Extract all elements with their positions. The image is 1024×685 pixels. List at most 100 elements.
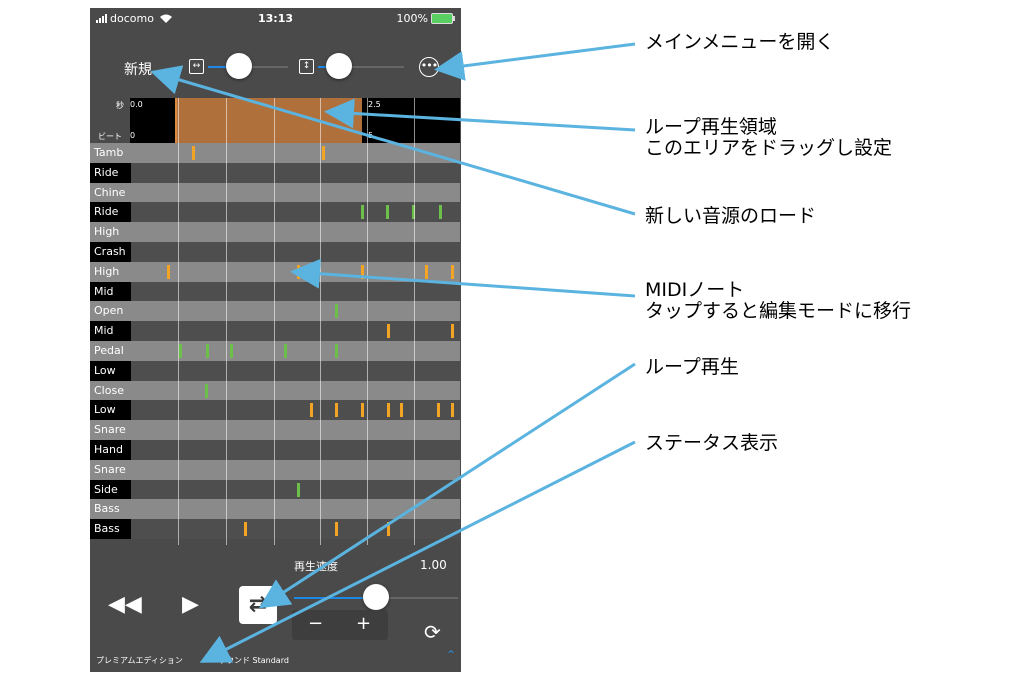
track-lane[interactable] — [131, 420, 460, 440]
speed-plus-button[interactable]: + — [356, 613, 372, 634]
track-lane[interactable] — [131, 281, 460, 302]
signal-icon — [96, 14, 107, 23]
midi-note[interactable] — [335, 522, 338, 537]
app-screen: docomo 13:13 100% 新規 ↔ ↕ ••• 秒 0.0 2.5 ビ… — [90, 8, 461, 672]
midi-note[interactable] — [361, 403, 364, 418]
midi-note[interactable] — [387, 403, 390, 418]
arrow-menu — [434, 42, 636, 81]
track-row[interactable]: Bass — [90, 519, 461, 539]
track-lane[interactable] — [131, 459, 460, 480]
track-name: Close — [90, 380, 131, 401]
track-lane[interactable] — [131, 182, 460, 203]
midi-note[interactable] — [179, 343, 182, 358]
midi-note[interactable] — [387, 324, 390, 339]
midi-note[interactable] — [335, 403, 338, 418]
edition-status: プレミアムエディション — [96, 656, 183, 665]
midi-note[interactable] — [206, 343, 209, 358]
midi-note[interactable] — [400, 403, 403, 418]
track-row[interactable]: High — [90, 222, 461, 242]
midi-note[interactable] — [451, 264, 454, 279]
toolbar: 新規 ↔ ↕ ••• — [90, 48, 461, 84]
track-row[interactable]: Low — [90, 400, 461, 421]
midi-note[interactable] — [387, 522, 390, 537]
track-row[interactable]: Pedal — [90, 340, 461, 361]
midi-note[interactable] — [412, 205, 415, 220]
speed-minus-button[interactable]: − — [308, 613, 324, 634]
track-lane[interactable] — [131, 380, 460, 401]
new-button[interactable]: 新規 — [124, 62, 152, 78]
track-row[interactable]: Ride — [90, 162, 461, 183]
track-lane[interactable] — [131, 400, 460, 421]
track-row[interactable]: Snare — [90, 459, 461, 480]
h-zoom-slider[interactable] — [226, 53, 252, 79]
midi-note[interactable] — [230, 343, 233, 358]
midi-note[interactable] — [335, 304, 338, 319]
track-lane[interactable] — [131, 202, 460, 223]
midi-note[interactable] — [244, 522, 247, 537]
track-lane[interactable] — [131, 301, 460, 322]
track-lane[interactable] — [131, 340, 460, 361]
seconds-start: 0.0 — [130, 100, 143, 109]
midi-note[interactable] — [361, 205, 364, 220]
grid-line — [274, 98, 275, 545]
rewind-icon[interactable]: ◀◀ — [108, 592, 142, 617]
midi-note[interactable] — [386, 205, 389, 220]
midi-note[interactable] — [310, 403, 313, 418]
track-row[interactable]: Snare — [90, 420, 461, 440]
midi-note[interactable] — [451, 403, 454, 418]
midi-note[interactable] — [335, 343, 338, 358]
midi-note[interactable] — [167, 264, 170, 279]
annotation-loop-play: ループ再生 — [645, 356, 739, 378]
midi-note[interactable] — [437, 403, 440, 418]
track-row[interactable]: Open — [90, 301, 461, 322]
midi-note[interactable] — [425, 264, 428, 279]
play-icon[interactable]: ▶ — [182, 592, 199, 617]
beat-label: ビート — [98, 132, 122, 141]
track-lane[interactable] — [131, 519, 460, 539]
track-lane[interactable] — [131, 360, 460, 381]
track-lane[interactable] — [131, 321, 460, 341]
midi-note[interactable] — [297, 482, 300, 497]
midi-note[interactable] — [205, 383, 208, 398]
track-name: Mid — [90, 281, 131, 302]
track-lane[interactable] — [131, 241, 460, 262]
track-name: Low — [90, 400, 131, 421]
track-row[interactable]: Chine — [90, 182, 461, 203]
track-row[interactable]: Mid — [90, 281, 461, 302]
track-name: Ride — [90, 202, 131, 223]
track-row[interactable]: Mid — [90, 321, 461, 341]
loop-timeline[interactable]: 秒 0.0 2.5 ビート 0 5 — [98, 98, 460, 143]
arrow-load — [150, 65, 636, 216]
track-lane[interactable] — [131, 162, 460, 183]
annotation-midi-1: MIDIノート — [645, 279, 745, 301]
midi-note[interactable] — [439, 205, 442, 220]
carrier-name: docomo — [110, 12, 154, 25]
track-row[interactable]: Tamb — [90, 143, 461, 163]
track-row[interactable]: Side — [90, 479, 461, 500]
track-lane[interactable] — [131, 143, 460, 163]
speed-value: 1.00 — [420, 558, 447, 572]
battery-percent: 100% — [396, 12, 428, 25]
midi-note[interactable] — [451, 324, 454, 339]
track-lane[interactable] — [131, 439, 460, 460]
track-lane[interactable] — [131, 479, 460, 500]
track-lane[interactable] — [131, 499, 460, 520]
midi-note[interactable] — [322, 146, 325, 160]
track-row[interactable]: Close — [90, 380, 461, 401]
track-lane[interactable] — [131, 222, 460, 242]
seconds-mark: 2.5 — [368, 100, 381, 109]
track-row[interactable]: Crash — [90, 241, 461, 262]
midi-note[interactable] — [192, 146, 195, 160]
track-row[interactable]: Ride — [90, 202, 461, 223]
refresh-icon[interactable]: ⟳ — [424, 620, 441, 644]
track-row[interactable]: Low — [90, 360, 461, 381]
track-row[interactable]: Hand — [90, 439, 461, 460]
midi-note[interactable] — [284, 343, 287, 358]
arrow-midi — [290, 258, 636, 298]
h-zoom-track — [238, 66, 288, 68]
v-zoom-slider[interactable] — [326, 53, 352, 79]
track-row[interactable]: Bass — [90, 499, 461, 520]
midi-note[interactable] — [361, 264, 364, 279]
speed-slider[interactable] — [363, 584, 389, 610]
